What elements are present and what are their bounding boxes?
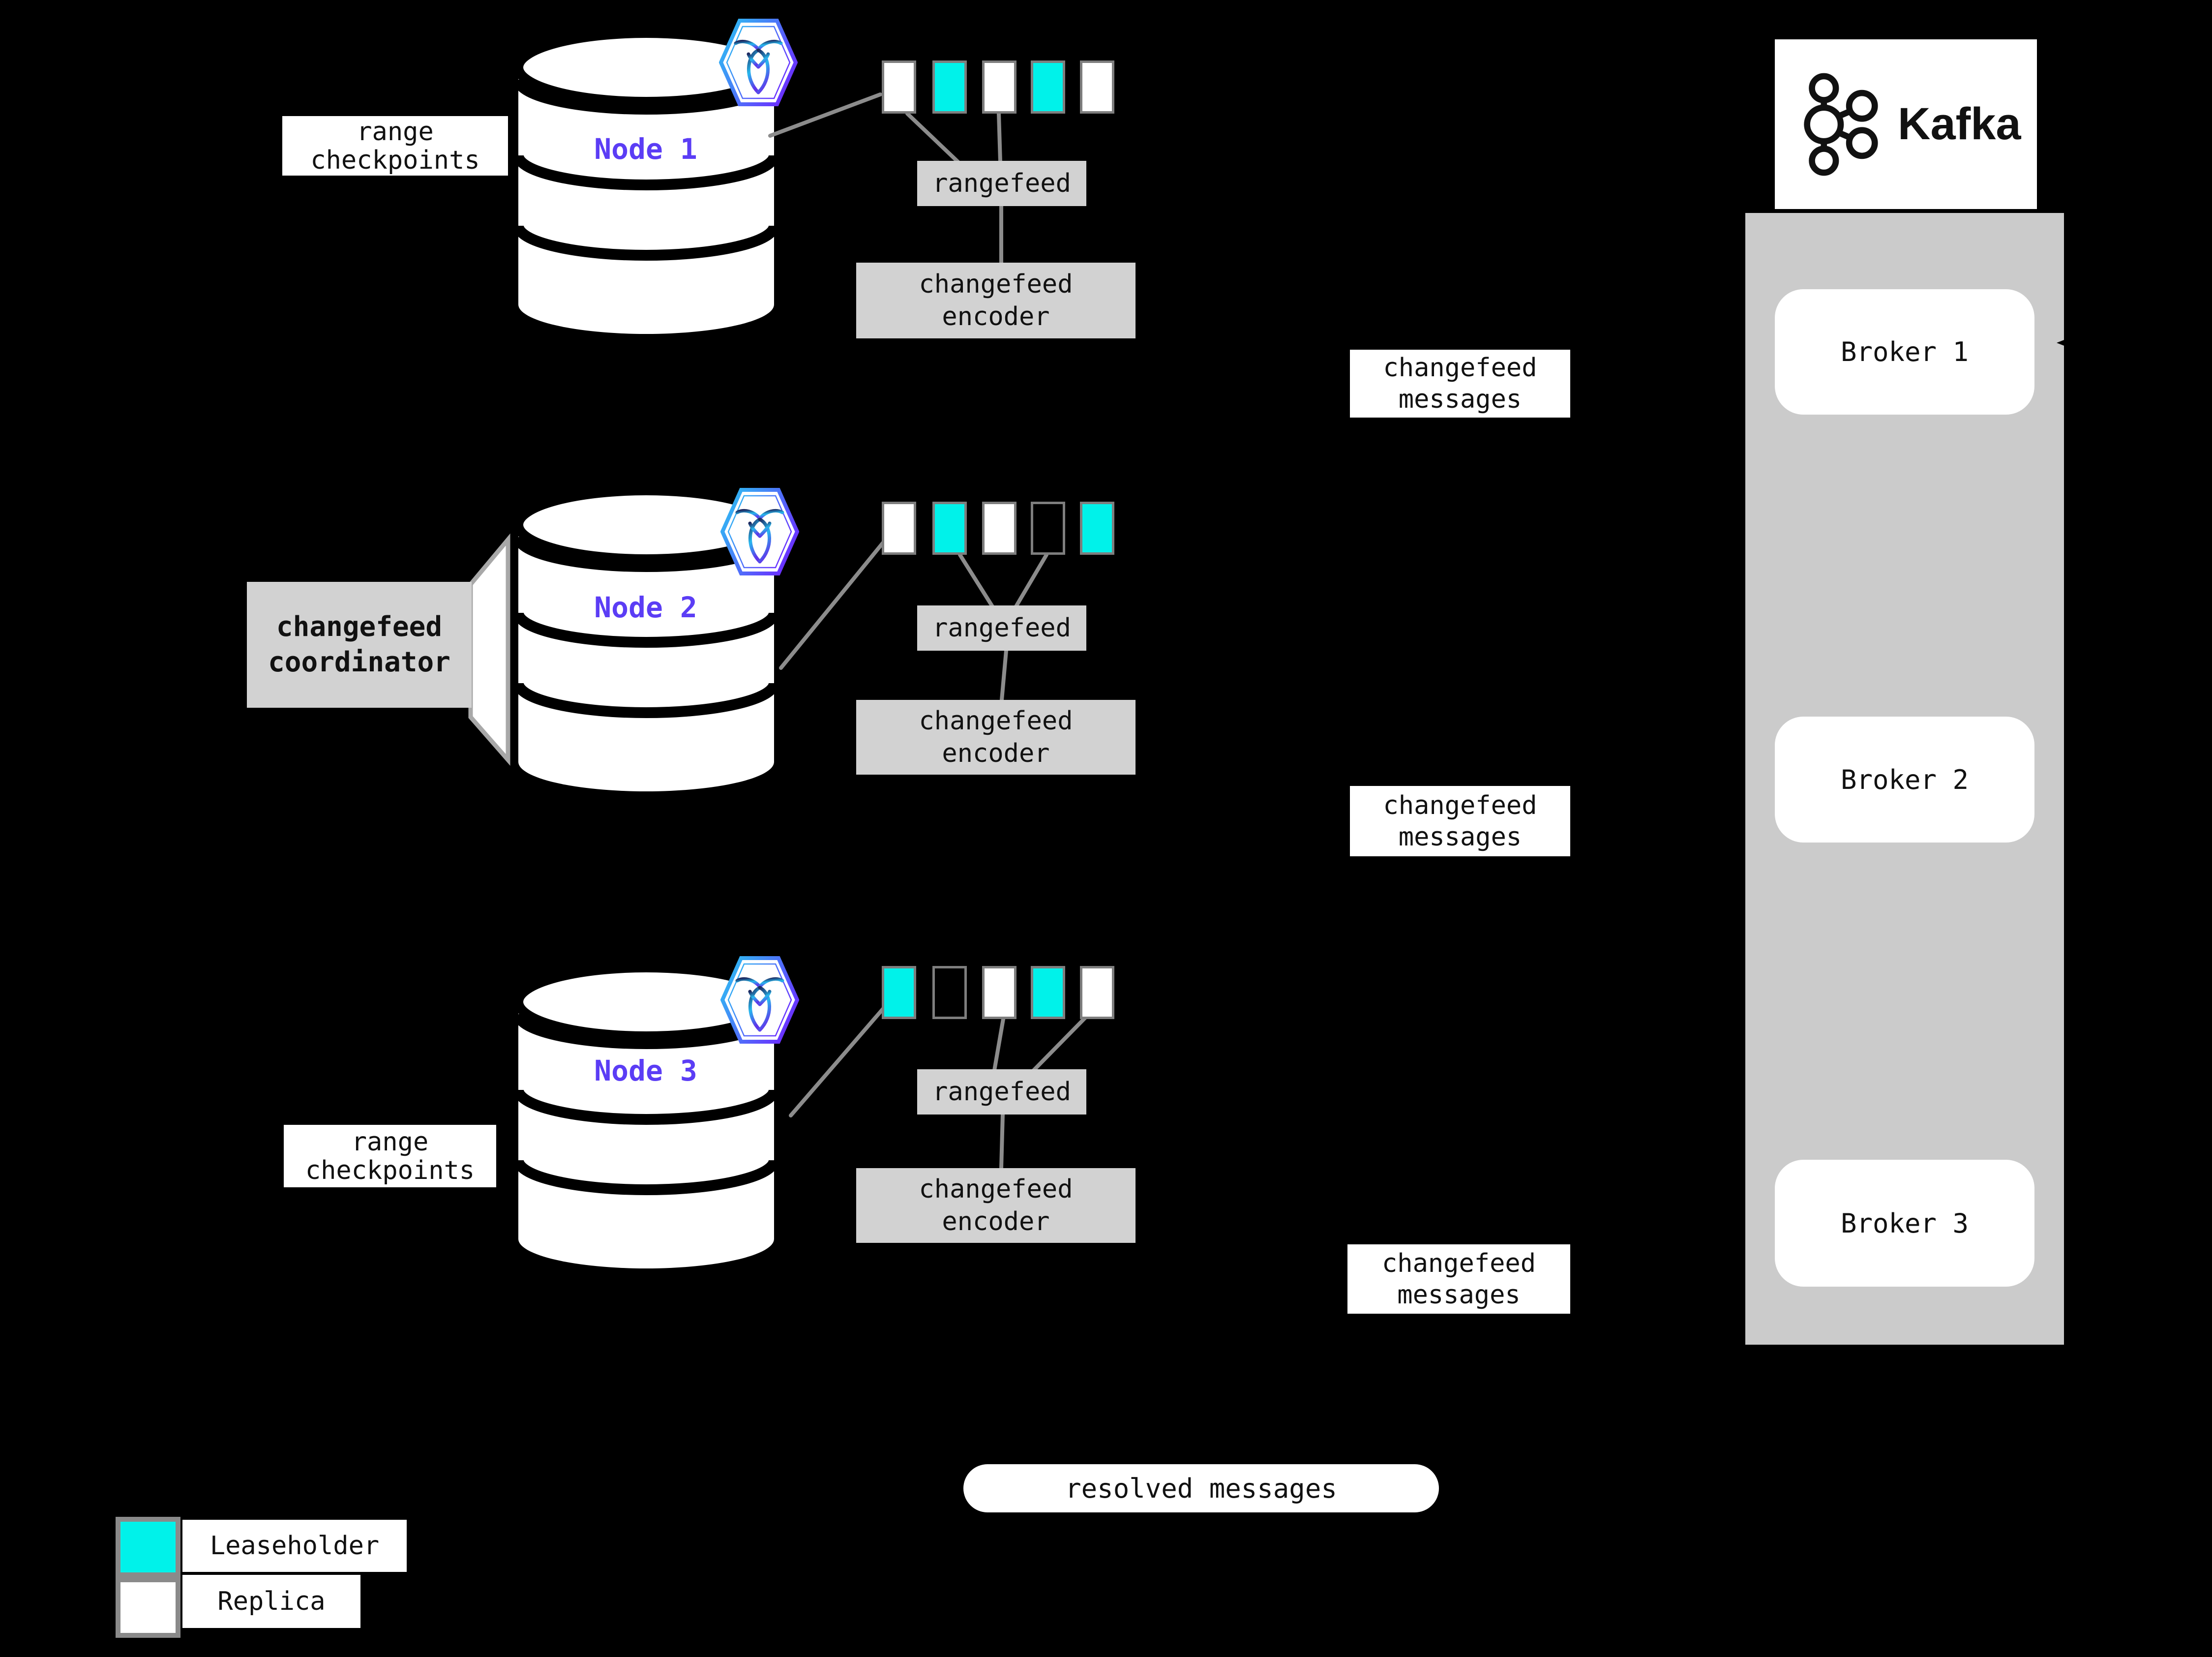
node2-range-5 <box>1080 502 1114 555</box>
node2-range2-to-rangefeed-line <box>958 553 994 608</box>
node2-to-ranges-line <box>779 538 887 670</box>
coordinator-flag-sheet <box>468 533 510 766</box>
node2-database-cylinder <box>513 485 779 791</box>
node2-rangefeed-box: rangefeed <box>917 605 1086 651</box>
broker-2-box: Broker 2 <box>1775 717 2034 843</box>
node3-range-2 <box>932 966 967 1019</box>
node1-range-4 <box>1031 60 1065 114</box>
node1-range-1 <box>882 60 916 114</box>
node3-range-1 <box>882 966 916 1019</box>
node2-range-2 <box>932 502 967 555</box>
kafka-logo-icon <box>1804 73 1878 176</box>
node3-range-5 <box>1080 966 1114 1019</box>
node3-rangefeed-to-encoder-line <box>999 1113 1005 1170</box>
node3-to-ranges-line <box>789 1004 887 1117</box>
cylinder-band <box>513 225 779 261</box>
cylinder-body <box>518 525 774 791</box>
node2-cockroachdb-badge-icon <box>720 488 799 575</box>
node1-range1-to-rangefeed-line <box>905 112 960 164</box>
node1-cockroachdb-badge-icon <box>719 19 798 106</box>
node3-changefeed-messages-label: changefeed messages <box>1347 1244 1570 1314</box>
node3-database-cylinder <box>513 963 779 1268</box>
legend-replica-label: Replica <box>182 1575 360 1628</box>
node1-range-3 <box>982 60 1016 114</box>
node3-label: Node 3 <box>594 1054 697 1087</box>
node1-changefeed-messages-label: changefeed messages <box>1350 350 1570 418</box>
node2-label: Node 2 <box>594 591 697 624</box>
node3-range-3 <box>982 966 1016 1019</box>
kafka-logo-text: Kafka <box>1898 99 2021 149</box>
node3-range5-to-rangefeed-line <box>1031 1013 1090 1073</box>
kafka-logo-box: Kafka <box>1775 39 2037 209</box>
node1-rangefeed-box: rangefeed <box>917 161 1086 206</box>
node1-changefeed-encoder-box: changefeed encoder <box>856 263 1136 338</box>
broker-1-box: Broker 1 <box>1775 289 2034 415</box>
node2-changefeed-messages-label: changefeed messages <box>1350 786 1570 856</box>
node2-range-4 <box>1031 502 1065 555</box>
incoming-arrowhead-icon <box>2057 336 2073 349</box>
cylinder-body <box>518 1002 774 1268</box>
cylinder-band <box>513 1159 779 1195</box>
node3-range3-to-rangefeed-line <box>992 1017 1005 1072</box>
cylinder-band <box>513 1089 779 1125</box>
legend-leaseholder-swatch <box>116 1517 180 1577</box>
node3-range-4 <box>1031 966 1065 1019</box>
node2-range4-to-rangefeed-line <box>1014 553 1048 608</box>
node3-range-checkpoints-label: range checkpoints <box>284 1125 496 1187</box>
node2-range-3 <box>982 502 1016 555</box>
node1-range-checkpoints-label: range checkpoints <box>282 116 508 176</box>
cylinder-band <box>513 154 779 190</box>
changefeed-coordinator-label: changefeed coordinator <box>247 582 472 708</box>
cylinder-body <box>518 67 774 334</box>
node3-rangefeed-box: rangefeed <box>917 1069 1086 1115</box>
broker-3-box: Broker 3 <box>1775 1160 2034 1287</box>
node1-range3-to-rangefeed-line <box>997 112 1002 164</box>
node3-changefeed-encoder-box: changefeed encoder <box>856 1168 1136 1243</box>
cylinder-band <box>513 612 779 648</box>
cylinder-band <box>513 682 779 718</box>
node2-rangefeed-to-encoder-line <box>1000 649 1008 702</box>
legend-leaseholder-label: Leaseholder <box>182 1520 407 1572</box>
legend-replica-swatch <box>116 1577 180 1638</box>
node1-range-2 <box>932 60 967 114</box>
node3-cockroachdb-badge-icon <box>720 956 799 1044</box>
node1-to-ranges-line <box>768 92 882 138</box>
node2-changefeed-encoder-box: changefeed encoder <box>856 700 1136 775</box>
node2-range-1 <box>882 502 916 555</box>
node1-range-5 <box>1080 60 1114 114</box>
node1-label: Node 1 <box>594 132 697 166</box>
resolved-messages-pill: resolved messages <box>963 1464 1439 1512</box>
